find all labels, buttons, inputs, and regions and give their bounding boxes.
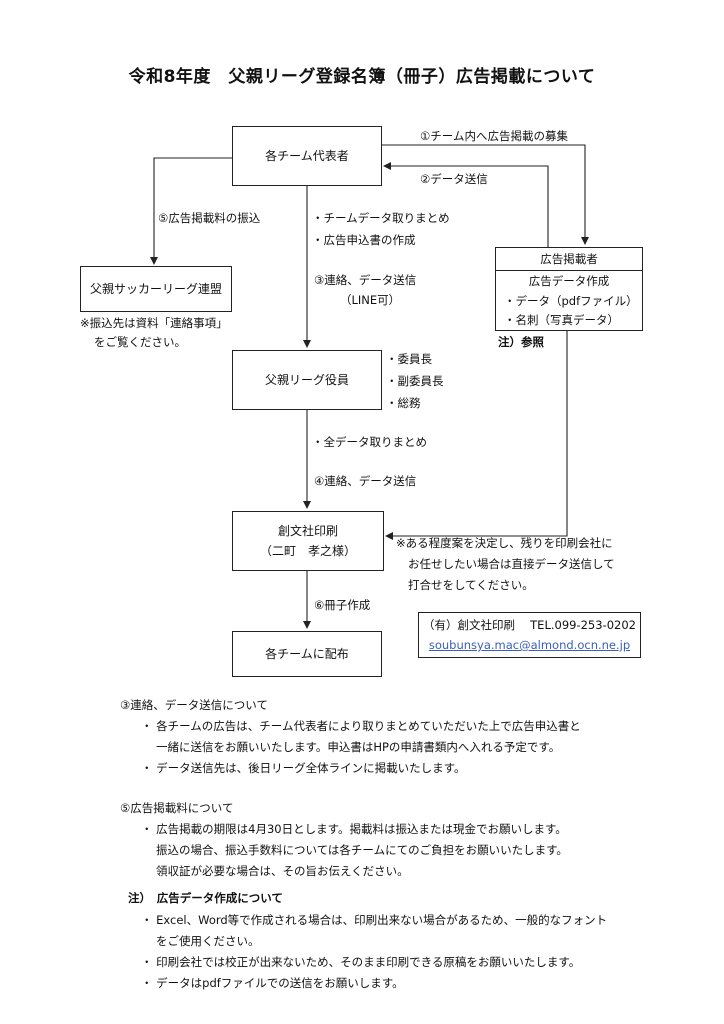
section5-bullet1-line3: 領収証が必要な場合は、その旨お伝えください。 bbox=[156, 864, 409, 878]
direct-note-1: ※ある程度案を決定し、残りを印刷会社に bbox=[396, 536, 613, 550]
printer-contact-person: （二町 孝之様） bbox=[259, 544, 356, 558]
printer-box: 創文社印刷 （二町 孝之様） bbox=[232, 511, 384, 571]
section3-bullet1-line1: ・ 各チームの広告は、チーム代表者により取りまとめていただいた上で広告申込書と bbox=[141, 719, 581, 733]
officer-role-3: ・総務 bbox=[386, 396, 421, 410]
note-section-title: 注） 広告データ作成について bbox=[128, 891, 283, 905]
label-step4: ④連絡、データ送信 bbox=[314, 474, 417, 488]
label-step1: ①チーム内へ広告掲載の募集 bbox=[420, 129, 568, 143]
arrow-step2 bbox=[383, 162, 549, 248]
direct-note-2: お任せしたい場合は直接データ送信して bbox=[408, 557, 615, 571]
page-title: 令和8年度 父親リーグ登録名簿（冊子）広告掲載について bbox=[128, 67, 596, 87]
advertiser-line-2: ・データ（pdfファイル） bbox=[504, 294, 638, 308]
section3-bullet2: ・ データ送信先は、後日リーグ全体ラインに掲載いたします。 bbox=[141, 761, 466, 775]
distribute-box: 各チームに配布 bbox=[232, 631, 382, 677]
section5-bullet1-line2: 振込の場合、振込手数料については各チームにてのご負担をお願いいたします。 bbox=[156, 843, 568, 857]
officer-role-1: ・委員長 bbox=[386, 352, 432, 366]
contact-email-link[interactable]: soubunsya.mac@almond.ocn.ne.jp bbox=[428, 638, 631, 652]
transfer-note-1: ※振込先は資料「連絡事項」 bbox=[80, 316, 228, 330]
note-bullet2: ・ 印刷会社では校正が出来ないため、そのまま印刷できる原稿をお願いいたします。 bbox=[141, 955, 581, 969]
team-representative-box: 各チーム代表者 bbox=[232, 126, 382, 186]
label-team-task-2: ・広告申込書の作成 bbox=[312, 233, 416, 247]
note-reference: 注）参照 bbox=[498, 335, 544, 349]
note-bullet3: ・ データはpdfファイルでの送信をお願いします。 bbox=[141, 976, 404, 990]
contact-phone: （有）創文社印刷 TEL.099-253-0202 bbox=[423, 618, 636, 632]
section5-bullet1-line1: ・ 広告掲載の期限は4月30日とします。掲載料は振込または現金でお願いします。 bbox=[141, 822, 567, 836]
arrow-step5 bbox=[150, 157, 232, 265]
advertiser-header: 広告掲載者 bbox=[496, 248, 642, 271]
label-step3: ③連絡、データ送信 bbox=[314, 273, 417, 287]
advertiser-box: 広告掲載者 広告データ作成 ・データ（pdfファイル） ・名刺（写真データ） bbox=[495, 247, 643, 331]
section3-bullet1-line2: 一緒に送信をお願いいたします。申込書はHPの申請書類内へ入れる予定です。 bbox=[156, 740, 561, 754]
distribute-label: 各チームに配布 bbox=[265, 646, 349, 661]
section3-title: ③連絡、データ送信について bbox=[120, 698, 268, 712]
federation-box: 父親サッカーリーグ連盟 bbox=[80, 266, 232, 312]
direct-note-3: 打合せをしてください。 bbox=[408, 578, 534, 592]
officers-box: 父親リーグ役員 bbox=[232, 350, 382, 410]
label-all-data: ・全データ取りまとめ bbox=[312, 435, 427, 449]
note-bullet1-line2: をご使用ください。 bbox=[156, 934, 260, 948]
note-bullet1-line1: ・ Excel、Word等で作成される場合は、印刷出来ない場合があるため、一般的… bbox=[141, 913, 608, 927]
label-step5: ⑤広告掲載料の振込 bbox=[158, 211, 261, 225]
arrow-direct bbox=[385, 330, 568, 540]
contact-box: （有）創文社印刷 TEL.099-253-0202 soubunsya.mac@… bbox=[418, 612, 641, 658]
section5-title: ⑤広告掲載料について bbox=[120, 801, 234, 815]
advertiser-line-1: 広告データ作成 bbox=[528, 274, 610, 288]
transfer-note-2: をご覧ください。 bbox=[94, 335, 186, 349]
label-step2: ②データ送信 bbox=[420, 172, 488, 186]
arrow-step1 bbox=[382, 144, 589, 245]
printer-name: 創文社印刷 bbox=[277, 523, 338, 538]
federation-label: 父親サッカーリーグ連盟 bbox=[89, 281, 222, 296]
officer-role-2: ・副委員長 bbox=[386, 374, 444, 388]
advertiser-line-3: ・名刺（写真データ） bbox=[504, 313, 619, 327]
team-representative-label: 各チーム代表者 bbox=[265, 148, 349, 163]
label-team-task-1: ・チームデータ取りまとめ bbox=[312, 211, 450, 225]
officers-label: 父親リーグ役員 bbox=[264, 372, 349, 387]
label-step3-sub: （LINE可） bbox=[340, 293, 401, 307]
label-step6: ⑥冊子作成 bbox=[314, 598, 371, 612]
